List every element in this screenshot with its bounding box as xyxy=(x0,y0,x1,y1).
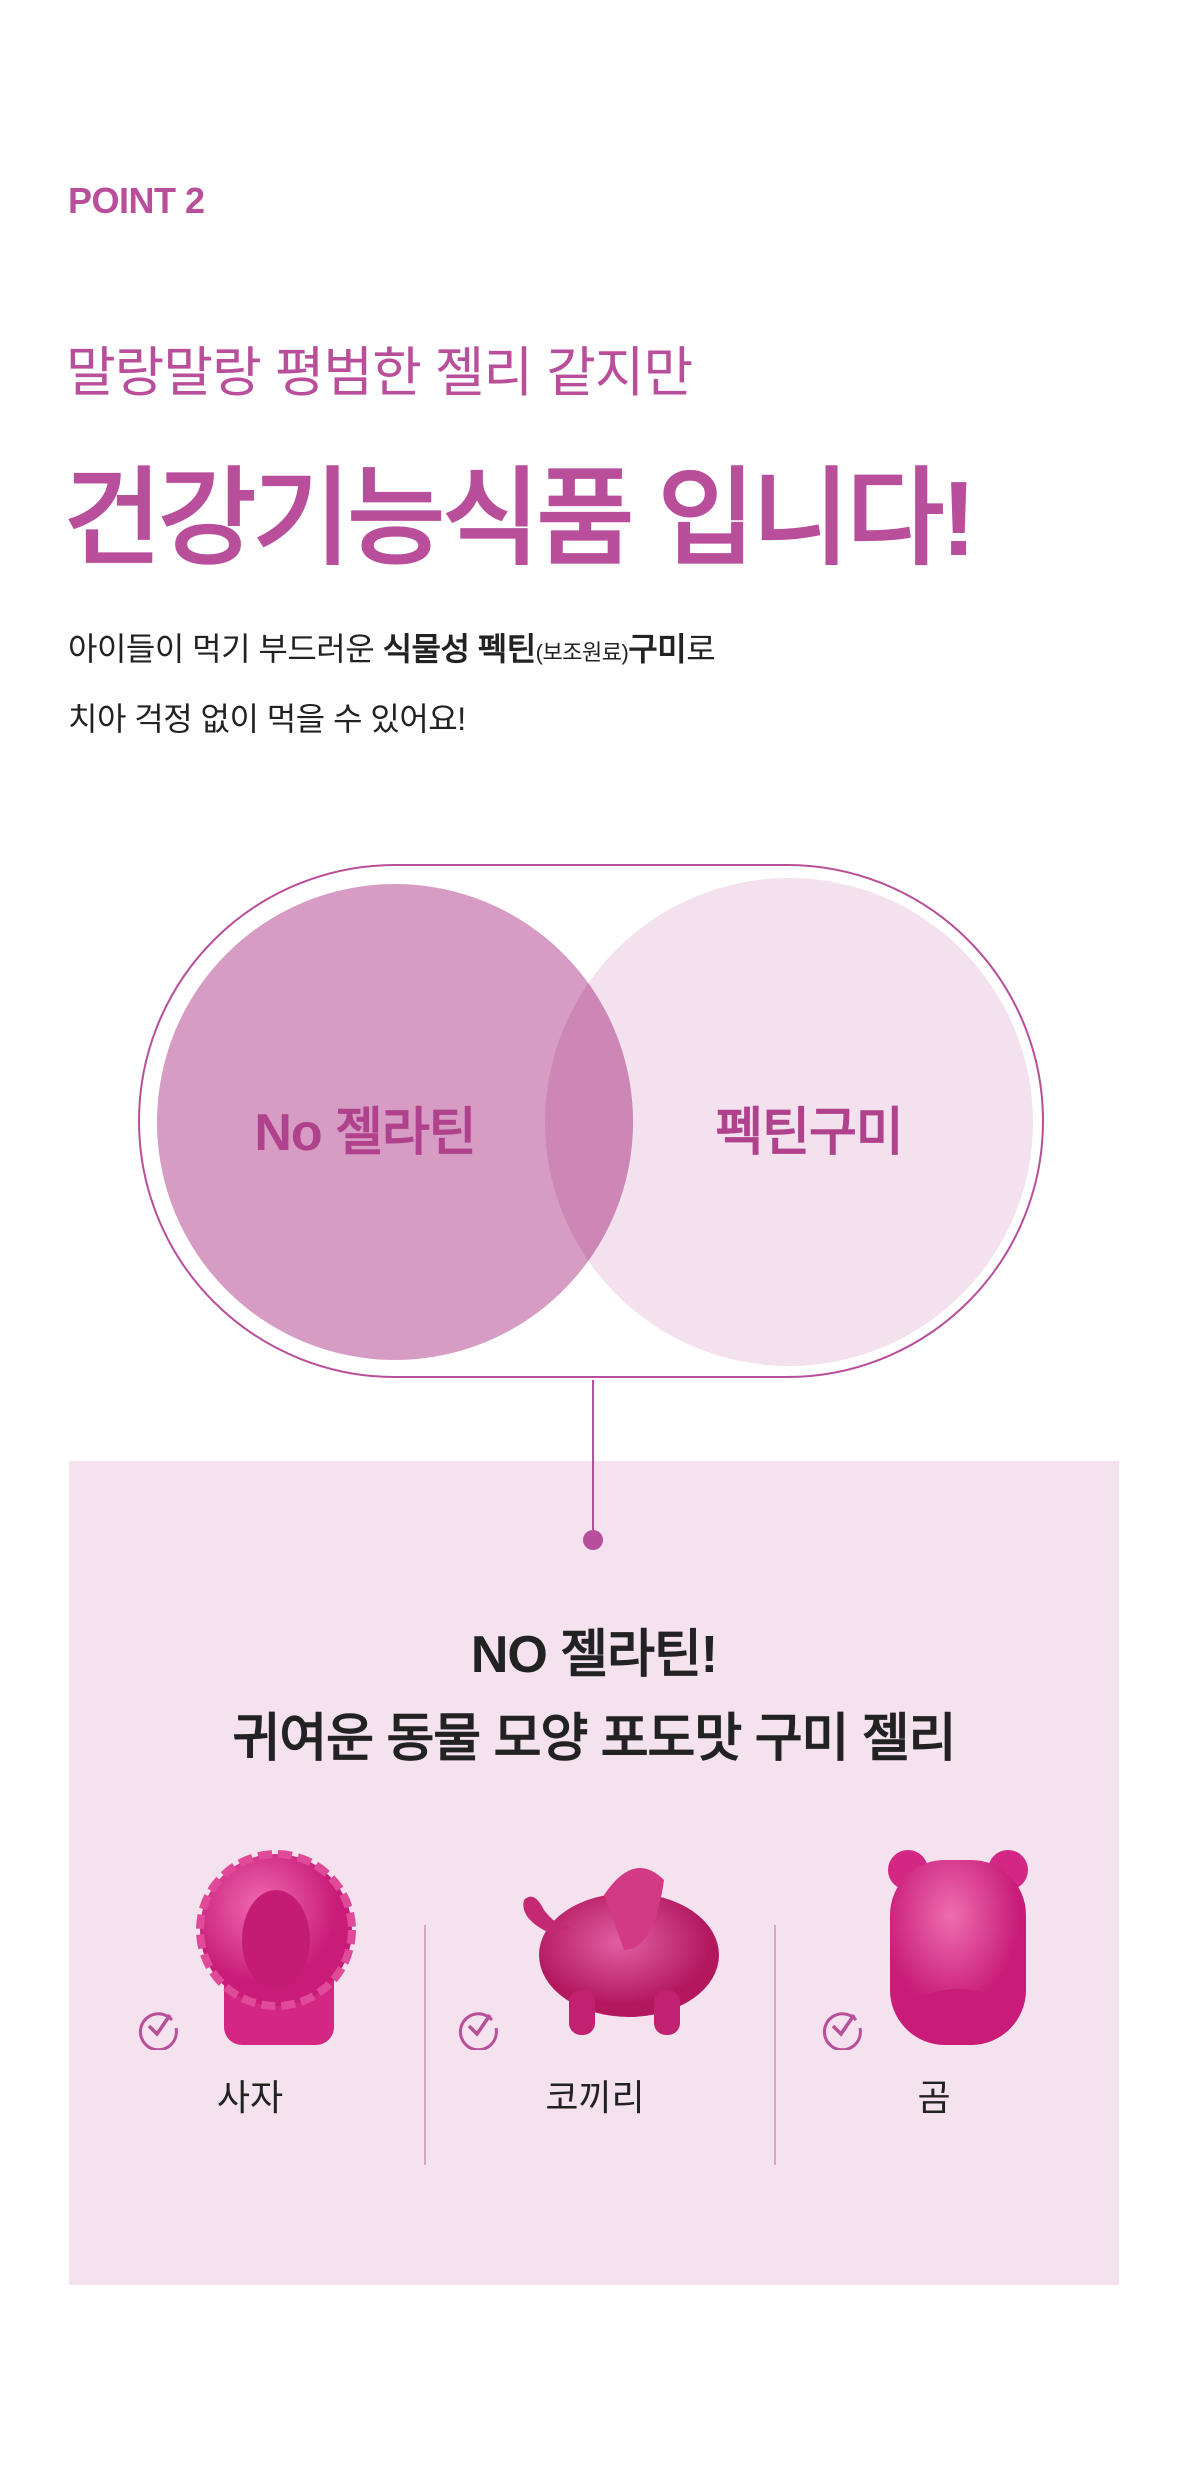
info-title-1: NO 젤라틴! xyxy=(470,1626,718,1684)
animal-label: 곰 xyxy=(917,2077,951,2118)
check-circle-icon xyxy=(138,2012,178,2052)
venn-right-label: 펙틴구미 xyxy=(715,1104,903,1162)
bold-text: 식물성 펙틴 xyxy=(382,631,537,667)
description-line-2: 치아 걱정 없이 먹을 수 있어요! xyxy=(68,701,466,737)
point-label: POINT 2 xyxy=(68,180,205,221)
venn-frame xyxy=(138,864,1044,1378)
left-circle xyxy=(157,884,633,1360)
connector-dot xyxy=(583,1530,603,1550)
elephant-gummy-image xyxy=(523,1868,720,2035)
headline: 건강기능식품 입니다! xyxy=(64,460,976,578)
animal-lion: 사자 xyxy=(100,1840,400,2121)
venn-left-label: No 젤라틴 xyxy=(254,1104,476,1162)
check-circle-icon xyxy=(458,2012,498,2052)
description: 아이들이 먹기 부드러운 식물성 펙틴(보조원료)구미로 치아 걱정 없이 먹을… xyxy=(68,616,716,752)
text: 로 xyxy=(686,631,716,667)
divider xyxy=(774,1925,776,2165)
connector-line xyxy=(592,1380,594,1540)
animal-elephant: 코끼리 xyxy=(445,1840,745,2121)
text: 아이들이 먹기 부드러운 xyxy=(68,631,383,667)
venn-diagram xyxy=(157,878,1033,1366)
animal-bear: 곰 xyxy=(784,1840,1084,2121)
small-text: (보조원료) xyxy=(535,640,629,665)
check-circle-icon xyxy=(822,2012,862,2052)
description-line-1: 아이들이 먹기 부드러운 식물성 펙틴(보조원료)구미로 xyxy=(68,616,716,686)
animal-label: 코끼리 xyxy=(545,2077,645,2118)
right-circle xyxy=(545,878,1033,1366)
info-title-2: 귀여운 동물 모양 포도맛 구미 젤리 xyxy=(232,1710,957,1768)
bold-text: 구미 xyxy=(628,631,687,667)
bear-gummy-image xyxy=(888,1850,1029,2045)
subtitle: 말랑말랑 평범한 젤리 같지만 xyxy=(66,343,693,403)
lion-gummy-image xyxy=(196,1850,357,2045)
animal-label: 사자 xyxy=(216,2077,284,2118)
divider xyxy=(424,1925,426,2165)
